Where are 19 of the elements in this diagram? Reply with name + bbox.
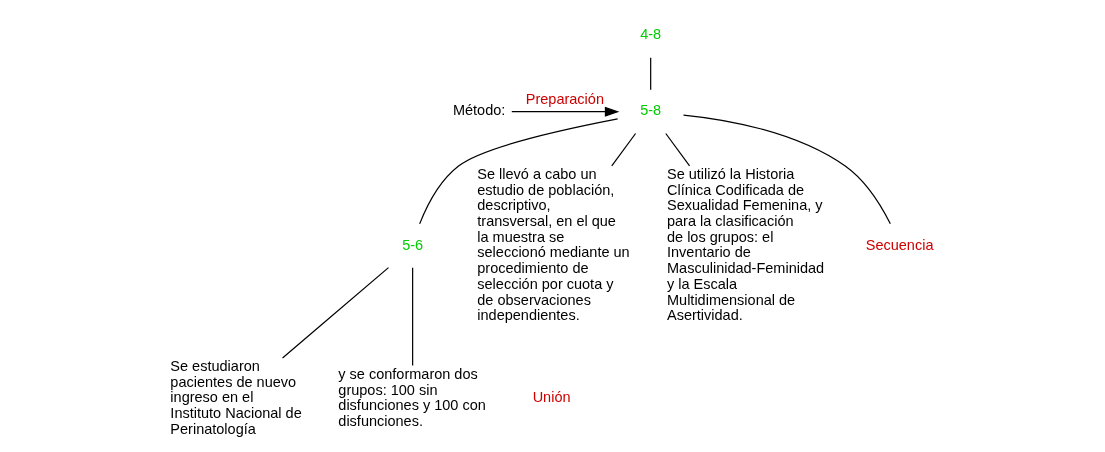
node-text: 5-6 bbox=[402, 236, 424, 253]
connector bbox=[611, 132, 637, 166]
node-text: 5-8 bbox=[640, 101, 662, 118]
node-text: y se conformaron dos grupos: 100 sin disfunciones y 100 con disfunciones. bbox=[338, 365, 486, 429]
connector bbox=[412, 266, 414, 366]
connector bbox=[665, 132, 691, 166]
node-text: Método: bbox=[452, 101, 506, 118]
label: Unión bbox=[532, 388, 571, 405]
node-text: Se llevó a cabo un estudio de población, descriptivo, transversal, en el que la muestra se seleccionó mediante un procedimiento de selección por cuota y de observaciones independientes. bbox=[477, 165, 630, 323]
node-text: Se estudiaron pacientes de nuevo ingreso en el Instituto Nacional de Perinatología bbox=[170, 357, 302, 437]
connector bbox=[419, 117, 619, 224]
edge-label: Preparación bbox=[525, 90, 604, 107]
node-text: Se utilizó la Historia Clínica Codificada de Sexualidad Femenina, y para la clasificación de los grupos: el Inventario de Masculinidad-Feminidad y la Escala Multidimensional de Asertividad. bbox=[666, 165, 825, 323]
connector bbox=[650, 56, 652, 90]
connector bbox=[281, 266, 390, 359]
connector bbox=[682, 113, 891, 224]
arrow bbox=[511, 106, 620, 117]
node-text: 4-8 bbox=[640, 25, 662, 42]
node-text: Secuencia bbox=[865, 236, 934, 253]
